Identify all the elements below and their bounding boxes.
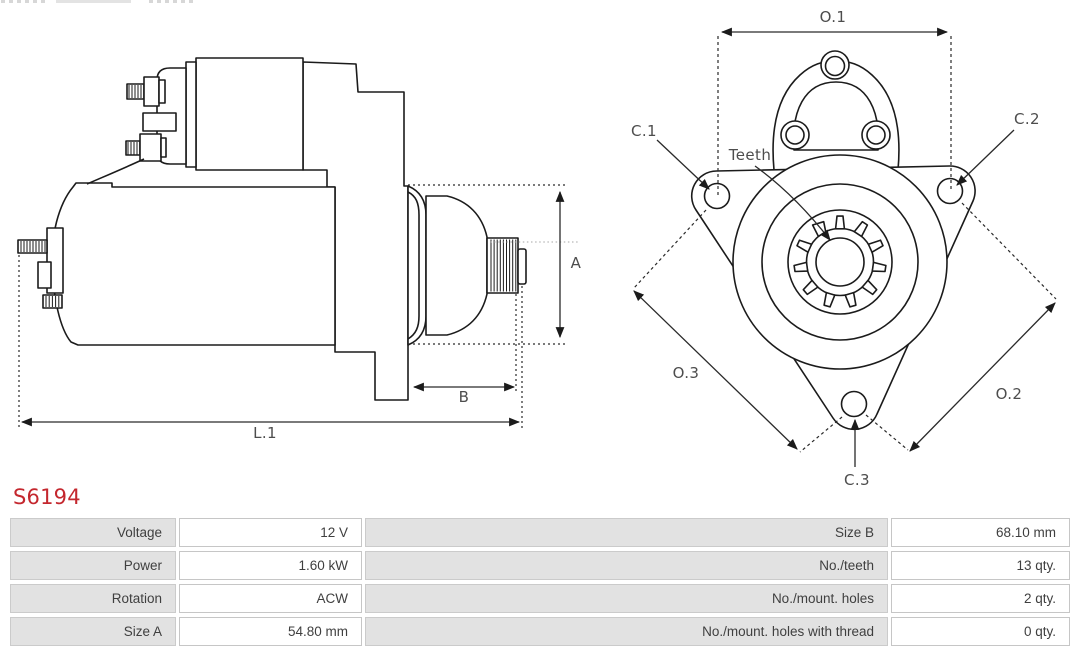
drive-bracket xyxy=(302,61,409,401)
dim-label-b: B xyxy=(459,388,470,406)
cropped-logo-artifact xyxy=(1,0,196,3)
spec-label-rotation: Rotation xyxy=(10,584,176,613)
terminal-wire xyxy=(86,158,145,185)
spec-value-voltage: 12 V xyxy=(179,518,362,547)
spec-value-size-b: 68.10 mm xyxy=(891,518,1070,547)
spec-label-power: Power xyxy=(10,551,176,580)
teeth-label: Teeth xyxy=(728,146,771,164)
dim-label-o1: O.1 xyxy=(820,8,847,26)
flange-band xyxy=(407,185,427,346)
rear-nut xyxy=(37,261,52,289)
technical-diagrams: A B L.1 xyxy=(17,8,1057,489)
crown-hole-right xyxy=(866,125,886,145)
crown-top-hole xyxy=(824,55,846,77)
solenoid-body xyxy=(195,57,304,171)
spec-value-mount-holes-thread: 0 qty. xyxy=(891,617,1070,646)
spec-value-rotation: ACW xyxy=(179,584,362,613)
spec-value-no-teeth: 13 qty. xyxy=(891,551,1070,580)
spec-label-voltage: Voltage xyxy=(10,518,176,547)
mount-hole-c3 xyxy=(840,390,868,418)
dim-label-l1: L.1 xyxy=(253,424,277,442)
spec-label-no-teeth: No./teeth xyxy=(365,551,888,580)
solenoid-step xyxy=(185,61,197,168)
gear-center-hole xyxy=(815,237,865,287)
front-view-diagram xyxy=(690,50,976,431)
pinion-gear xyxy=(486,237,519,294)
side-view-diagram xyxy=(17,57,527,401)
mount-hole-c1 xyxy=(703,182,731,210)
dim-label-o3: O.3 xyxy=(673,364,700,382)
bell-housing xyxy=(425,195,488,336)
part-number: S6194 xyxy=(13,485,81,509)
dim-label-a: A xyxy=(571,254,582,272)
dim-label-c2: C.2 xyxy=(1014,110,1040,128)
spec-value-mount-holes: 2 qty. xyxy=(891,584,1070,613)
side-view-dimensions xyxy=(18,184,579,428)
front-view-dimensions xyxy=(633,27,1057,467)
terminal-nut-lower xyxy=(139,133,162,162)
pinion-end-cap xyxy=(517,248,527,285)
mount-hole-c2 xyxy=(936,177,964,205)
terminal-spacer xyxy=(142,112,177,132)
motor-body xyxy=(51,182,336,346)
spec-label-size-a: Size A xyxy=(10,617,176,646)
spec-label-size-b: Size B xyxy=(365,518,888,547)
dim-label-c1: C.1 xyxy=(631,122,657,140)
crown-hole-left xyxy=(785,125,805,145)
dim-label-o2: O.2 xyxy=(996,385,1023,403)
spec-table: Voltage 12 V Size B 68.10 mm Power 1.60 … xyxy=(10,518,1070,646)
spec-value-size-a: 54.80 mm xyxy=(179,617,362,646)
spec-label-mount-holes: No./mount. holes xyxy=(365,584,888,613)
gear-teeth xyxy=(793,215,887,308)
spec-value-power: 1.60 kW xyxy=(179,551,362,580)
spec-label-mount-holes-thread: No./mount. holes with thread xyxy=(365,617,888,646)
dim-label-c3: C.3 xyxy=(844,471,870,489)
terminal-nut-upper xyxy=(143,76,160,107)
